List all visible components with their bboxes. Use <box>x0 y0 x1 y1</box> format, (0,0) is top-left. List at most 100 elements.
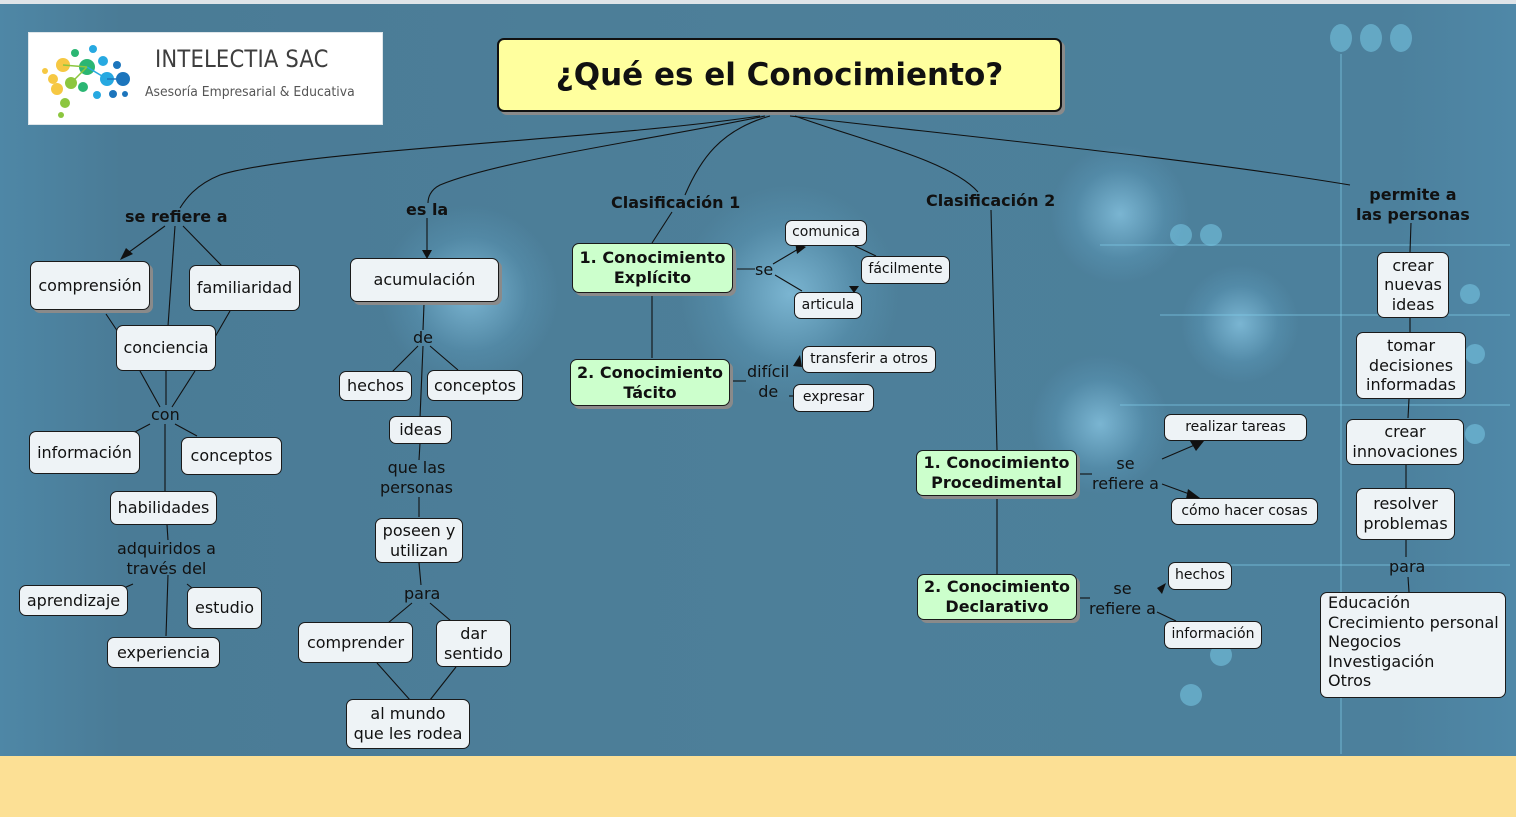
concept-text-line: Procedimental <box>931 473 1062 492</box>
link-text-line: de <box>758 381 779 401</box>
root-concept-title[interactable]: ¿Qué es el Conocimiento? <box>497 38 1062 112</box>
link-line <box>429 602 452 622</box>
link-line <box>651 211 673 244</box>
link-line <box>1407 398 1410 419</box>
concept-estudio[interactable]: estudio <box>187 587 262 629</box>
concept-text-line: ideas <box>1391 294 1435 314</box>
concept-conocimiento-explicito[interactable]: 1. Conocimiento Explícito <box>572 243 733 293</box>
concept-hechos-declarativo[interactable]: hechos <box>1168 562 1232 590</box>
concept-articula[interactable]: articula <box>794 292 862 319</box>
concept-resolver-problemas[interactable]: resolver problemas <box>1356 488 1455 540</box>
concept-expresar[interactable]: expresar <box>793 384 874 412</box>
concept-al-mundo[interactable]: al mundo que les rodea <box>346 699 470 749</box>
link-de: de <box>413 328 433 347</box>
link-line <box>418 562 422 586</box>
concept-tomar-decisiones[interactable]: tomar decisiones informadas <box>1356 332 1466 399</box>
link-line <box>171 370 196 408</box>
concept-realizar-tareas[interactable]: realizar tareas <box>1164 414 1307 441</box>
arrow-head <box>849 286 859 293</box>
concept-conceptos-2[interactable]: conceptos <box>427 370 523 401</box>
concept-dar-sentido[interactable]: dar sentido <box>436 620 511 667</box>
link-line <box>1161 443 1198 460</box>
concept-text-line: nuevas <box>1384 275 1442 295</box>
concept-text-line: Tácito <box>623 382 677 402</box>
link-line <box>387 602 413 624</box>
link-line <box>772 247 801 265</box>
arrow-head <box>1190 441 1204 451</box>
list-item: Crecimiento personal <box>1328 612 1499 632</box>
footer-band <box>0 756 1516 817</box>
link-text-line: difícil <box>747 362 790 381</box>
concept-text-line: que les rodea <box>353 724 463 743</box>
concept-comunica[interactable]: comunica <box>785 220 867 246</box>
concept-conocimiento-procedimental[interactable]: 1. Conocimiento Procedimental <box>916 450 1077 496</box>
link-line <box>167 225 176 327</box>
concept-text-line: Declarativo <box>945 597 1049 616</box>
link-line <box>1407 576 1410 593</box>
link-line <box>166 524 169 541</box>
concept-conocimiento-tacito[interactable]: 2. Conocimiento Tácito <box>570 359 730 406</box>
concept-facilmente[interactable]: fácilmente <box>861 256 950 284</box>
concept-poseen-utilizan[interactable]: poseen y utilizan <box>375 518 463 563</box>
link-que-las-personas: que las personas <box>380 458 453 497</box>
link-line <box>139 370 161 408</box>
concept-familiaridad[interactable]: familiaridad <box>189 265 300 311</box>
link-text-line: adquiridos a <box>117 539 216 558</box>
link-text-line: se <box>1116 454 1135 473</box>
concept-text-line: utilizan <box>389 540 449 560</box>
concept-conceptos[interactable]: conceptos <box>181 437 282 475</box>
link-dificil-de: difícil de <box>747 362 789 401</box>
concept-conocimiento-declarativo[interactable]: 2. Conocimiento Declarativo <box>917 574 1077 620</box>
link-line <box>684 115 771 196</box>
arrow-head <box>1186 489 1200 499</box>
concept-experiencia[interactable]: experiencia <box>107 637 220 668</box>
link-line <box>789 115 1351 186</box>
company-logo: INTELECTIA SAC Asesoría Empresarial & Ed… <box>28 32 383 125</box>
link-text-line: refiere a <box>1089 598 1156 618</box>
link-line <box>418 442 421 461</box>
concept-como-hacer-cosas[interactable]: cómo hacer cosas <box>1171 498 1318 525</box>
link-text-line: personas <box>380 477 453 497</box>
link-text-line: que las <box>387 458 446 477</box>
concept-text-line: crear <box>1392 255 1434 275</box>
concept-comprender[interactable]: comprender <box>298 622 413 663</box>
concept-habilidades[interactable]: habilidades <box>110 491 217 525</box>
company-tagline: Asesoría Empresarial & Educativa <box>145 84 355 100</box>
link-text-line: las personas <box>1356 204 1470 224</box>
link-para-2: para <box>1389 557 1426 576</box>
link-line <box>376 662 411 701</box>
concept-text-line: 1. Conocimiento <box>923 453 1070 473</box>
link-line <box>774 274 803 292</box>
link-se: se <box>755 260 774 279</box>
concept-aprendizaje[interactable]: aprendizaje <box>19 585 128 616</box>
concept-text-line: al mundo <box>370 704 446 724</box>
concept-acumulacion[interactable]: acumulación <box>350 258 499 302</box>
link-line <box>174 423 198 437</box>
concept-crear-nuevas-ideas[interactable]: crear nuevas ideas <box>1377 252 1449 318</box>
list-item: Otros <box>1328 671 1372 691</box>
link-line <box>1156 611 1177 622</box>
concept-informacion[interactable]: información <box>29 431 140 474</box>
concept-crear-innovaciones[interactable]: crear innovaciones <box>1346 419 1464 465</box>
concept-ambitos-list[interactable]: Educación Crecimiento personal Negocios … <box>1320 592 1506 698</box>
concept-comprension[interactable]: comprensión <box>30 261 150 310</box>
link-se-refiere-a-procedimental: se refiere a <box>1092 454 1159 493</box>
link-line <box>182 225 223 267</box>
link-line <box>427 115 766 204</box>
concept-text-line: sentido <box>444 643 503 663</box>
concept-hechos[interactable]: hechos <box>339 371 412 401</box>
link-line <box>422 303 425 331</box>
window-top-edge <box>0 0 1516 4</box>
link-line <box>794 115 979 193</box>
concept-conciencia[interactable]: conciencia <box>116 325 216 371</box>
concept-text-line: 2. Conocimiento <box>577 362 723 382</box>
concept-text-line: informadas <box>1366 375 1456 395</box>
arrow-head <box>1157 583 1166 594</box>
link-es-la: es la <box>406 200 449 219</box>
concept-transferir-a-otros[interactable]: transferir a otros <box>802 346 936 373</box>
concept-ideas[interactable]: ideas <box>389 416 452 444</box>
concept-text-line: 1. Conocimiento <box>579 248 726 268</box>
link-clasificacion-1: Clasificación 1 <box>611 193 741 212</box>
link-line <box>990 209 998 451</box>
concept-informacion-declarativo[interactable]: información <box>1164 621 1262 649</box>
